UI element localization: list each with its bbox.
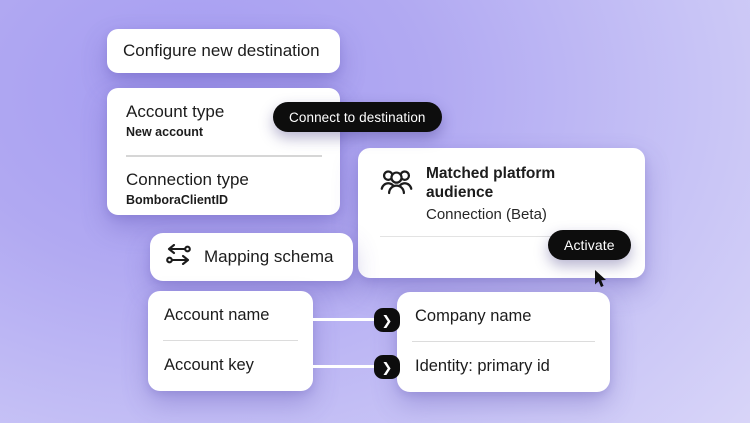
user-group-icon — [380, 166, 413, 201]
target-field-company-name: Company name — [415, 307, 532, 325]
connection-type-value: BomboraClientID — [126, 193, 229, 207]
source-field-account-key: Account key — [164, 356, 254, 374]
audience-card-title: Matched platform audience — [426, 165, 556, 201]
cursor-arrow-icon — [594, 270, 609, 293]
account-type-value: New account — [126, 125, 204, 139]
audience-card-titles: Matched platform audience Connection (Be… — [426, 164, 625, 224]
configure-destination-title: Configure new destination — [123, 41, 320, 60]
mapping-schema-card: Mapping schema — [150, 233, 353, 281]
divider — [412, 341, 595, 342]
divider — [126, 155, 322, 157]
chevron-right-icon: ❯ — [374, 355, 400, 379]
account-type-group: Account type New account — [126, 101, 322, 140]
target-fields-card: Company name Identity: primary id — [397, 292, 610, 392]
chevron-glyph: ❯ — [381, 359, 393, 375]
mapping-connector-line — [311, 365, 378, 368]
swap-arrows-icon — [165, 243, 192, 270]
activate-button[interactable]: Activate — [548, 230, 631, 260]
connection-type-label: Connection type — [126, 170, 249, 189]
audience-card-subtitle: Connection (Beta) — [426, 206, 547, 223]
connection-type-group: Connection type BomboraClientID — [126, 169, 322, 208]
target-field-identity-primary-id: Identity: primary id — [415, 357, 550, 375]
audience-card-header: Matched platform audience Connection (Be… — [380, 164, 625, 224]
divider — [163, 340, 298, 341]
chevron-glyph: ❯ — [381, 312, 393, 328]
configure-destination-card: Configure new destination — [107, 29, 340, 73]
mapping-schema-label: Mapping schema — [204, 247, 334, 266]
mapping-connector-line — [311, 318, 378, 321]
account-type-label: Account type — [126, 102, 225, 121]
connect-to-destination-button[interactable]: Connect to destination — [273, 102, 442, 132]
source-field-account-name: Account name — [164, 306, 270, 324]
chevron-right-icon: ❯ — [374, 308, 400, 332]
divider — [380, 236, 625, 237]
source-fields-card: Account name Account key — [148, 291, 313, 391]
